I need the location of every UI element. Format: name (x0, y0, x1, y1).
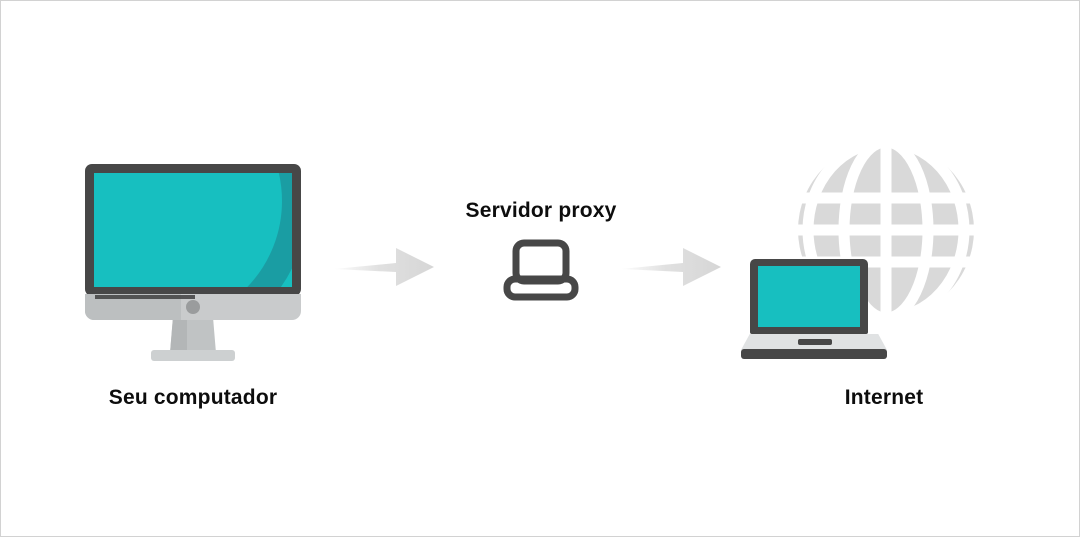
laptop-screen (758, 266, 860, 327)
monitor-chin (85, 294, 301, 320)
internet-label: Internet (844, 386, 924, 409)
laptop-icon (741, 259, 887, 359)
arrow-proxy-to-internet-icon (621, 244, 721, 290)
proxy-server-label: Servidor proxy (465, 199, 617, 222)
laptop-lid (750, 259, 868, 334)
monitor-stand-neck-shade (170, 320, 187, 353)
laptop-trackpad (798, 339, 832, 345)
laptop-outline-icon (503, 239, 579, 301)
client-computer-label: Seu computador (108, 386, 278, 409)
monitor-stand-foot (151, 350, 235, 361)
laptop-base (741, 349, 887, 359)
client-computer-node (85, 164, 301, 361)
monitor-screen-swoosh (94, 173, 292, 287)
desktop-monitor-icon (85, 164, 301, 296)
internet-node (739, 141, 979, 359)
monitor-chin-line (95, 295, 195, 299)
proxy-server-node (453, 197, 629, 307)
arrow-client-to-proxy-icon (334, 244, 434, 290)
monitor-logo-dot (186, 300, 200, 314)
monitor-screen (94, 173, 292, 287)
